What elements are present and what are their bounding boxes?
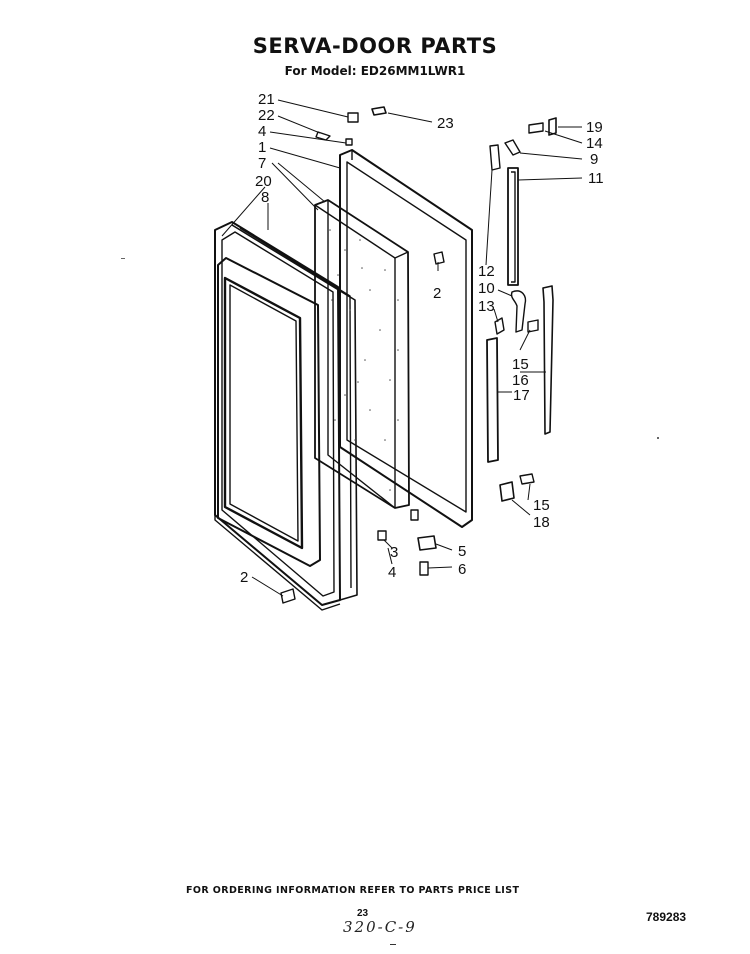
door-gasket [231,224,358,601]
callout-2-upper: 2 [433,285,441,302]
callout-13: 13 [478,298,495,315]
callout-8: 8 [261,189,269,206]
foam-texture [329,229,399,491]
callout-10: 10 [478,280,495,297]
callout-4-top: 4 [258,123,266,140]
handle-and-trim-parts [486,117,557,502]
callout-22: 22 [258,107,275,124]
callout-14: 14 [586,135,603,152]
callout-1: 1 [258,139,266,156]
divider-mark [390,944,396,945]
callout-20: 20 [255,173,272,190]
leader-lines [221,99,583,597]
callout-16: 16 [512,372,529,389]
callout-7: 7 [258,155,266,172]
document-code: 789283 [646,910,687,924]
callout-21: 21 [258,91,275,108]
callout-4-lower: 4 [388,564,396,581]
callout-18: 18 [533,514,550,531]
callout-labels: 21 22 4 1 7 20 8 23 2 2 3 4 5 6 19 14 9 … [240,91,604,586]
callout-17: 17 [513,387,530,404]
diagram-title: SERVA-DOOR PARTS [252,34,498,58]
callout-19: 19 [586,119,603,136]
callout-12: 12 [478,263,495,280]
callout-15-lower: 15 [533,497,550,514]
top-hinge-hardware [315,106,445,265]
inner-door-liner [339,149,473,528]
callout-23: 23 [437,115,454,132]
handwritten-note: 320-C-9 [343,918,417,936]
callout-2-lower: 2 [240,569,248,586]
callout-15-upper: 15 [512,356,529,373]
callout-9: 9 [590,151,598,168]
scan-specks [121,258,659,439]
page-number: 23 [357,908,369,919]
callout-11: 11 [588,170,604,187]
lower-hinge-hardware [280,509,437,604]
callout-3: 3 [390,544,398,561]
callout-6: 6 [458,561,466,578]
foam-insulation-panel [314,199,410,509]
ordering-note: FOR ORDERING INFORMATION REFER TO PARTS … [186,885,520,896]
model-subtitle: For Model: ED26MM1LWR1 [284,64,466,78]
callout-5: 5 [458,543,466,560]
